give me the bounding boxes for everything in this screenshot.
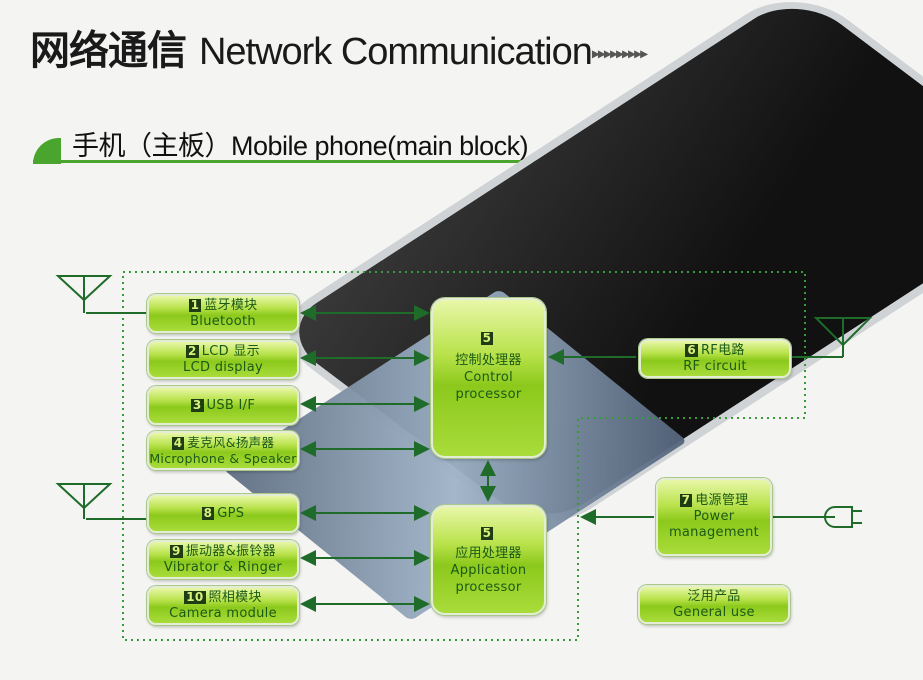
block-label-cn: 应用处理器 bbox=[455, 545, 522, 561]
block-label-cn: 麦克风&扬声器 bbox=[187, 434, 275, 450]
block-label-en: processor bbox=[455, 579, 522, 595]
title-en: Network Communication bbox=[198, 31, 593, 73]
block-label-cn: LCD 显示 bbox=[201, 343, 260, 359]
block-label-en: Microphone & Speaker bbox=[149, 450, 297, 466]
block-label-en: Application bbox=[450, 562, 527, 578]
block-number: 7 bbox=[679, 493, 693, 507]
block-label-en: LCD display bbox=[183, 359, 263, 375]
block-label-en: management bbox=[668, 525, 760, 540]
block-label-cn: 振动器&振铃器 bbox=[185, 543, 276, 559]
block-number: 5 bbox=[480, 525, 494, 540]
section-divider bbox=[33, 160, 891, 163]
title-cn: 网络通信 bbox=[30, 28, 187, 74]
block-label: USB I/F bbox=[206, 397, 256, 413]
block-number: 3 bbox=[190, 397, 204, 412]
block-number: 9 bbox=[170, 543, 183, 558]
block-label-cn: RF电路 bbox=[700, 342, 745, 358]
block-number: 8 bbox=[201, 505, 215, 520]
block-label-cn: 泛用产品 bbox=[687, 588, 741, 604]
block-label-en: Bluetooth bbox=[190, 313, 256, 329]
block-label-cn: 电源管理 bbox=[695, 493, 749, 508]
block-label-cn: 控制处理器 bbox=[455, 353, 522, 368]
block-label-cn: 蓝牙模块 bbox=[204, 297, 258, 313]
section-title: 手机（主板）Mobile phone(main block) bbox=[72, 131, 529, 161]
block-number: 5 bbox=[480, 331, 494, 345]
block-label-en: Power bbox=[693, 509, 735, 524]
block-number: 6 bbox=[685, 342, 698, 357]
block-number: 10 bbox=[184, 589, 206, 604]
block-label-cn: 照相模块 bbox=[208, 589, 262, 605]
block-number: 2 bbox=[186, 343, 199, 358]
block-label-en: Camera module bbox=[169, 605, 277, 621]
block-number: 1 bbox=[188, 297, 202, 312]
block-number: 4 bbox=[171, 435, 185, 450]
control-processor-block: 5 控制处理器 Control processor bbox=[431, 298, 546, 458]
page-title: 网络通信 Network Communication▸▸▸▸▸▸▸▸▸ bbox=[30, 18, 648, 76]
title-arrows: ▸▸▸▸▸▸▸▸▸ bbox=[591, 43, 648, 63]
block-label-en: processor bbox=[455, 387, 522, 402]
block-label-en: Control bbox=[463, 370, 514, 385]
block-label-en: Vibrator & Ringer bbox=[163, 559, 283, 575]
block-label: GPS bbox=[217, 505, 245, 521]
block-label-en: RF circuit bbox=[683, 358, 747, 374]
block-label-en: General use bbox=[673, 604, 755, 620]
